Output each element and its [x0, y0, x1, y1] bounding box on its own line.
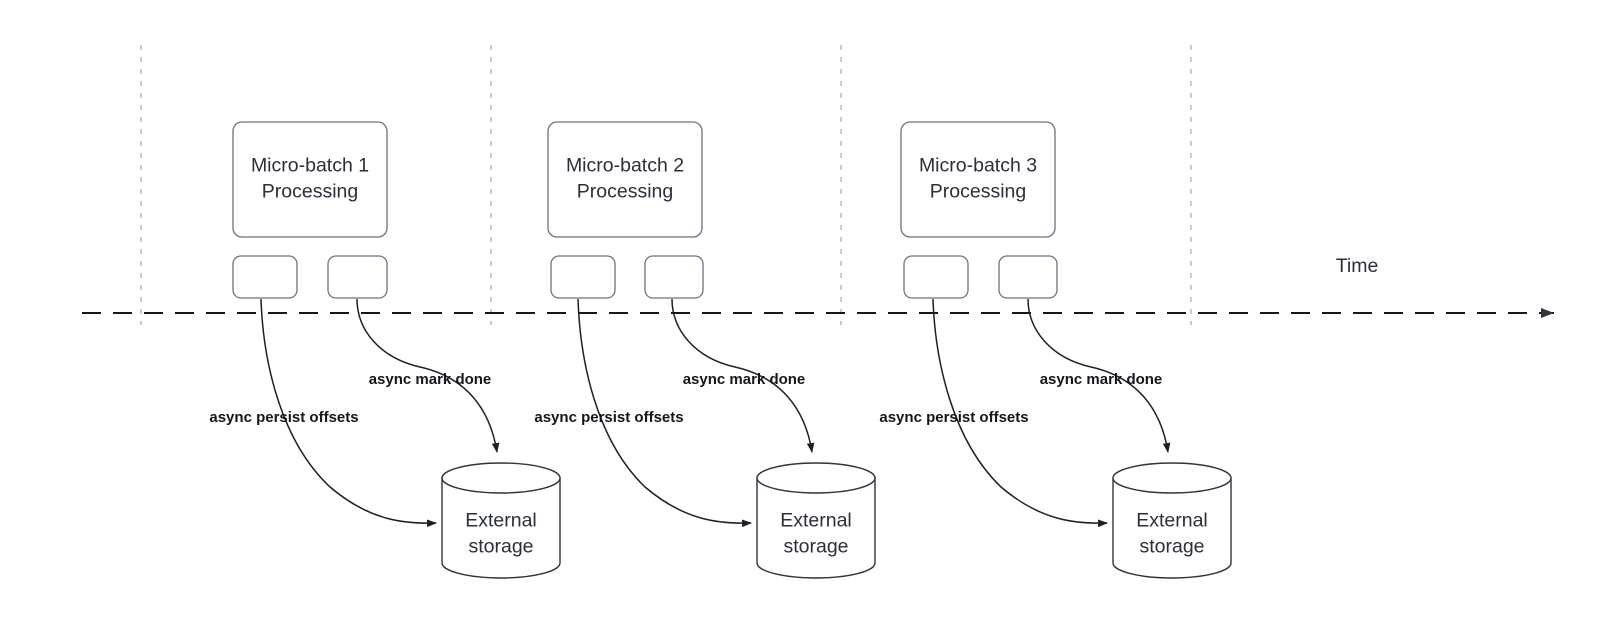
storage-label-line2: storage [1139, 536, 1204, 558]
mark-done-edge [356, 298, 500, 453]
persist-offsets-edge [932, 298, 1108, 528]
external-storage-cylinder[interactable]: External storage [441, 462, 561, 579]
persist-offsets-edge-label: async persist offsets [534, 409, 683, 426]
storage-label-line2: storage [468, 536, 533, 558]
group-1: async persist offsets async mark done Micr… [209, 121, 561, 579]
storage-label-line1: External [465, 510, 537, 532]
external-storage-cylinder[interactable]: External storage [756, 462, 876, 579]
micro-batch-label-line2: Processing [262, 181, 358, 203]
micro-batch-box[interactable] [547, 121, 703, 238]
cylinder-top [441, 462, 561, 494]
mark-done-edge [1027, 298, 1171, 453]
micro-batch-label-line1: Micro-batch 3 [919, 155, 1037, 177]
mark-done-edge [671, 298, 815, 453]
task-box-left[interactable] [232, 255, 298, 299]
time-axis: Time [82, 255, 1554, 318]
cylinder-body [1112, 477, 1232, 579]
task-box-left[interactable] [903, 255, 969, 299]
cylinder-body [756, 477, 876, 579]
micro-batch-box[interactable] [232, 121, 388, 238]
storage-label-line2: storage [783, 536, 848, 558]
persist-offsets-edge-label: async persist offsets [879, 409, 1028, 426]
task-box-right[interactable] [998, 255, 1058, 299]
time-axis-label: Time [1336, 255, 1379, 277]
storage-label-line1: External [780, 510, 852, 532]
persist-offsets-edge-label: async persist offsets [209, 409, 358, 426]
task-box-right[interactable] [644, 255, 704, 299]
micro-batch-label-line1: Micro-batch 1 [251, 155, 369, 177]
micro-batch-box[interactable] [900, 121, 1056, 238]
group-3: async persist offsets async mark done Micr… [879, 121, 1232, 579]
persist-offsets-edge [260, 298, 437, 528]
cylinder-top [756, 462, 876, 494]
mark-done-edge-label: async mark done [1040, 371, 1163, 388]
cylinder-body [441, 477, 561, 579]
micro-batch-label-line1: Micro-batch 2 [566, 155, 684, 177]
persist-offsets-edge [577, 298, 752, 528]
external-storage-cylinder[interactable]: External storage [1112, 462, 1232, 579]
micro-batch-groups: async persist offsets async mark done Micr… [209, 121, 1232, 579]
task-box-right[interactable] [327, 255, 388, 299]
cylinder-top [1112, 462, 1232, 494]
micro-batch-label-line2: Processing [930, 181, 1026, 203]
micro-batch-label-line2: Processing [577, 181, 673, 203]
group-2: async persist offsets async mark done Micr… [534, 121, 876, 579]
mark-done-edge-label: async mark done [683, 371, 806, 388]
storage-label-line1: External [1136, 510, 1208, 532]
mark-done-edge-label: async mark done [369, 371, 492, 388]
task-box-left[interactable] [550, 255, 616, 299]
